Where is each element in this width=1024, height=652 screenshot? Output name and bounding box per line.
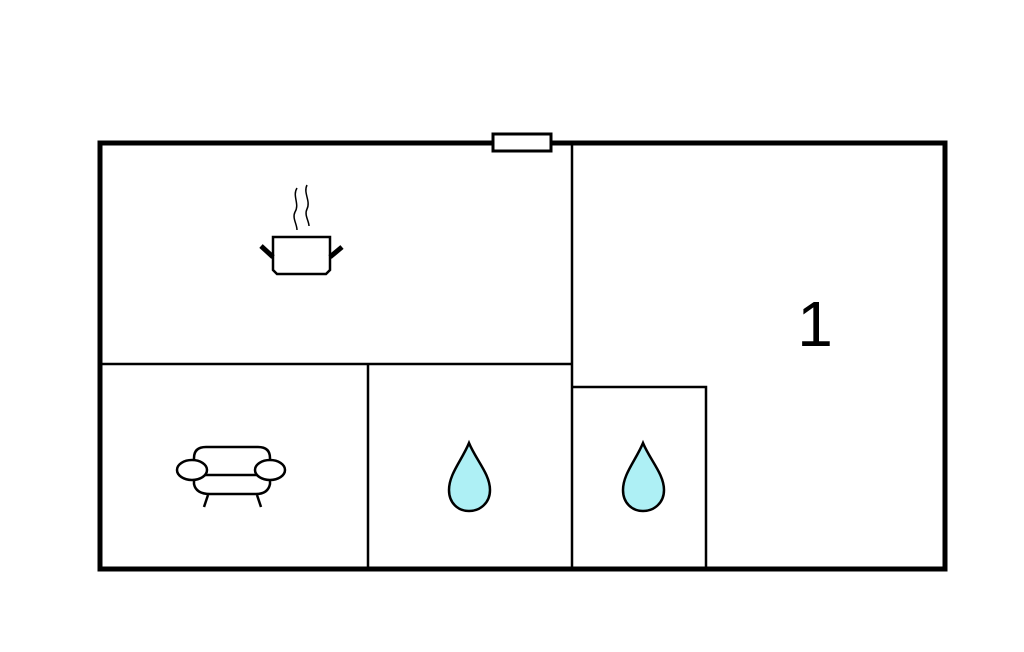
bedroom-number-label: 1: [797, 288, 833, 360]
water-drop-icon: [447, 439, 492, 513]
interior-walls: [100, 143, 708, 569]
water-drop-icon: [621, 439, 666, 513]
sofa-icon: [175, 445, 287, 508]
window: [491, 132, 553, 153]
cooking-pot-icon: [259, 184, 344, 276]
